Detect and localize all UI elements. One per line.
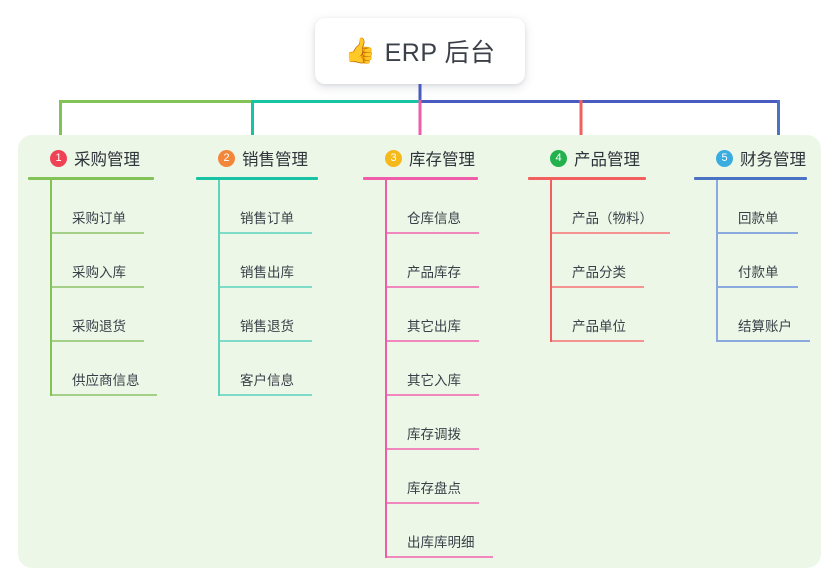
- list-item-underline: [387, 340, 479, 342]
- list-item-underline: [387, 448, 479, 450]
- thumbs-up-icon: 👍: [344, 36, 376, 65]
- branch-label-3: 库存管理: [409, 151, 475, 169]
- list-item-label: 其它入库: [407, 372, 461, 388]
- branch-badge-3: 3: [385, 149, 402, 167]
- list-item-label: 回款单: [738, 210, 779, 226]
- branch-header-2[interactable]: 2 销售管理: [196, 146, 351, 170]
- branch-badge-2: 2: [218, 149, 235, 167]
- list-item[interactable]: 库存盘点: [387, 450, 502, 504]
- list-item[interactable]: 产品分类: [552, 234, 667, 288]
- list-item[interactable]: 仓库信息: [387, 180, 502, 234]
- list-item[interactable]: 其它入库: [387, 342, 502, 396]
- list-item-label: 客户信息: [240, 372, 294, 388]
- branch-badge-4: 4: [550, 149, 567, 167]
- list-item[interactable]: 产品单位: [552, 288, 667, 342]
- list-item-label: 产品库存: [407, 264, 461, 280]
- branch-label-2: 销售管理: [242, 151, 308, 169]
- list-item-underline: [387, 232, 479, 234]
- list-item-label: 仓库信息: [407, 210, 461, 226]
- list-item-underline: [718, 340, 810, 342]
- branch-items-1: 采购订单 采购入库 采购退货 供应商信息: [50, 180, 183, 396]
- list-item-underline: [220, 394, 312, 396]
- list-item[interactable]: 销售退货: [220, 288, 335, 342]
- list-item-label: 付款单: [738, 264, 779, 280]
- branch-badge-1: 1: [50, 149, 67, 167]
- list-item[interactable]: 产品（物料）: [552, 180, 687, 234]
- list-item-label: 销售退货: [240, 318, 294, 334]
- branch-underline-1: [28, 177, 154, 180]
- branch-items-4: 产品（物料） 产品分类 产品单位: [550, 180, 688, 342]
- list-item-label: 产品（物料）: [572, 210, 653, 226]
- list-item-underline: [52, 286, 144, 288]
- list-item[interactable]: 出库库明细: [387, 504, 515, 558]
- branch-label-1: 采购管理: [74, 151, 140, 169]
- branch-badge-5: 5: [716, 149, 733, 167]
- list-item[interactable]: 其它出库: [387, 288, 502, 342]
- branches-panel: [18, 135, 821, 568]
- list-item[interactable]: 回款单: [718, 180, 818, 234]
- list-item[interactable]: 产品库存: [387, 234, 502, 288]
- branch-items-2: 销售订单 销售出库 销售退货 客户信息: [218, 180, 351, 396]
- list-item-underline: [387, 286, 479, 288]
- branch-items-3: 仓库信息 产品库存 其它出库 其它入库 库存调拨 库存盘点: [385, 180, 523, 558]
- list-item[interactable]: 付款单: [718, 234, 818, 288]
- branch-column-3: 3 库存管理 仓库信息 产品库存 其它出库 其它入库 库存调拨: [363, 146, 523, 558]
- list-item-underline: [552, 286, 644, 288]
- root-node[interactable]: 👍 ERP 后台: [315, 18, 525, 84]
- branch-underline-5: [694, 177, 807, 180]
- branch-underline-2: [196, 177, 318, 180]
- list-item[interactable]: 销售出库: [220, 234, 335, 288]
- list-item-underline: [387, 502, 479, 504]
- list-item-label: 销售订单: [240, 210, 294, 226]
- list-item-underline: [552, 232, 670, 234]
- list-item-underline: [718, 286, 798, 288]
- list-item-underline: [52, 232, 144, 234]
- list-item[interactable]: 采购订单: [52, 180, 167, 234]
- list-item-underline: [220, 340, 312, 342]
- branch-underline-4: [528, 177, 646, 180]
- list-item[interactable]: 销售订单: [220, 180, 335, 234]
- list-item-label: 结算账户: [738, 318, 792, 334]
- list-item[interactable]: 结算账户: [718, 288, 828, 342]
- branch-column-2: 2 销售管理 销售订单 销售出库 销售退货 客户信息: [196, 146, 351, 396]
- list-item-label: 采购退货: [72, 318, 126, 334]
- list-item-label: 产品单位: [572, 318, 626, 334]
- list-item[interactable]: 库存调拨: [387, 396, 502, 450]
- list-item-underline: [387, 394, 479, 396]
- list-item-underline: [552, 340, 644, 342]
- branch-header-1[interactable]: 1 采购管理: [28, 146, 183, 170]
- list-item[interactable]: 采购入库: [52, 234, 167, 288]
- branch-underline-3: [363, 177, 478, 180]
- list-item-underline: [387, 556, 493, 558]
- branch-header-4[interactable]: 4 产品管理: [528, 146, 688, 170]
- list-item-underline: [718, 232, 798, 234]
- branch-items-5: 回款单 付款单 结算账户: [716, 180, 839, 342]
- list-item-label: 供应商信息: [72, 372, 140, 388]
- list-item-label: 其它出库: [407, 318, 461, 334]
- list-item[interactable]: 供应商信息: [52, 342, 178, 396]
- root-node-content: 👍 ERP 后台: [344, 33, 495, 69]
- list-item-label: 销售出库: [240, 264, 294, 280]
- list-item-underline: [220, 286, 312, 288]
- branch-label-4: 产品管理: [574, 151, 640, 169]
- branch-column-1: 1 采购管理 采购订单 采购入库 采购退货 供应商信息: [28, 146, 183, 396]
- list-item-underline: [52, 340, 144, 342]
- branch-header-5[interactable]: 5 财务管理: [694, 146, 839, 170]
- list-item[interactable]: 客户信息: [220, 342, 335, 396]
- list-item-label: 库存盘点: [407, 480, 461, 496]
- list-item-underline: [52, 394, 157, 396]
- branch-header-3[interactable]: 3 库存管理: [363, 146, 523, 170]
- branch-column-5: 5 财务管理 回款单 付款单 结算账户: [694, 146, 839, 342]
- branch-column-4: 4 产品管理 产品（物料） 产品分类 产品单位: [528, 146, 688, 342]
- branch-label-5: 财务管理: [740, 151, 806, 169]
- list-item-label: 出库库明细: [407, 534, 475, 550]
- list-item-label: 采购入库: [72, 264, 126, 280]
- list-item-label: 产品分类: [572, 264, 626, 280]
- list-item-underline: [220, 232, 312, 234]
- list-item-label: 库存调拨: [407, 426, 461, 442]
- root-node-title: ERP 后台: [384, 39, 496, 67]
- list-item[interactable]: 采购退货: [52, 288, 167, 342]
- list-item-label: 采购订单: [72, 210, 126, 226]
